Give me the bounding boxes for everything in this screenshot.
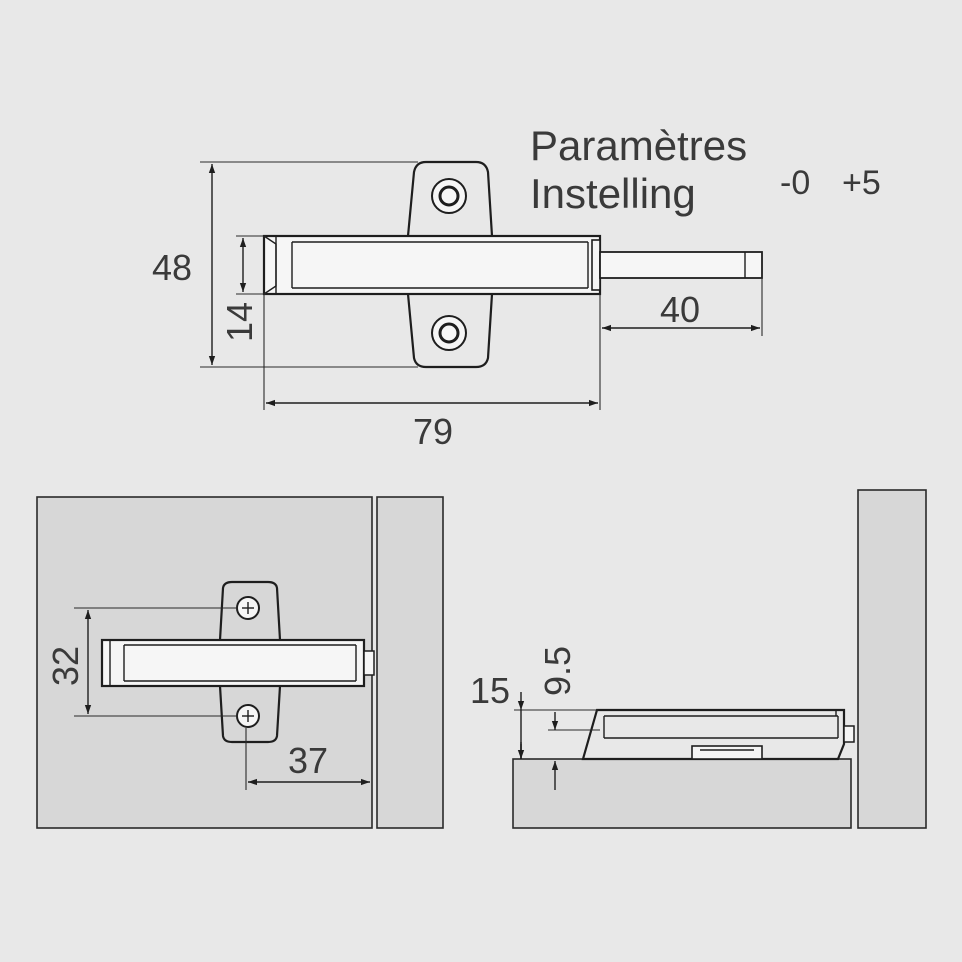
- front-view-installation: [36, 496, 444, 829]
- screw-icon: [236, 596, 260, 620]
- top-view-damper: [262, 160, 763, 369]
- dim-79: 79: [413, 411, 453, 452]
- dim-40: 40: [660, 289, 700, 330]
- tolerance-plus: +5: [842, 164, 881, 202]
- screw-hole-icon: [431, 178, 467, 214]
- settings-label-nl: Instelling: [530, 170, 696, 217]
- dim-14: 14: [219, 302, 260, 342]
- dim-15: 15: [470, 670, 510, 711]
- dim-9-5: 9.5: [537, 646, 578, 696]
- side-door-panel: [857, 489, 927, 829]
- dim-37: 37: [288, 740, 328, 781]
- settings-label-fr: Paramètres: [530, 122, 747, 169]
- side-view-installation: [512, 489, 927, 829]
- side-view-dimensions: 15 9.5: [470, 646, 600, 790]
- front-view-dimensions: 32 37: [45, 607, 370, 790]
- shelf-panel: [512, 758, 852, 829]
- dim-32: 32: [45, 646, 86, 686]
- dim-48: 48: [152, 247, 192, 288]
- screw-hole-icon: [431, 315, 467, 351]
- door-panel: [376, 496, 444, 829]
- screw-icon: [236, 704, 260, 728]
- tolerance-minus: -0: [780, 164, 810, 202]
- top-view-dimensions: 48 14 40 79: [152, 161, 763, 452]
